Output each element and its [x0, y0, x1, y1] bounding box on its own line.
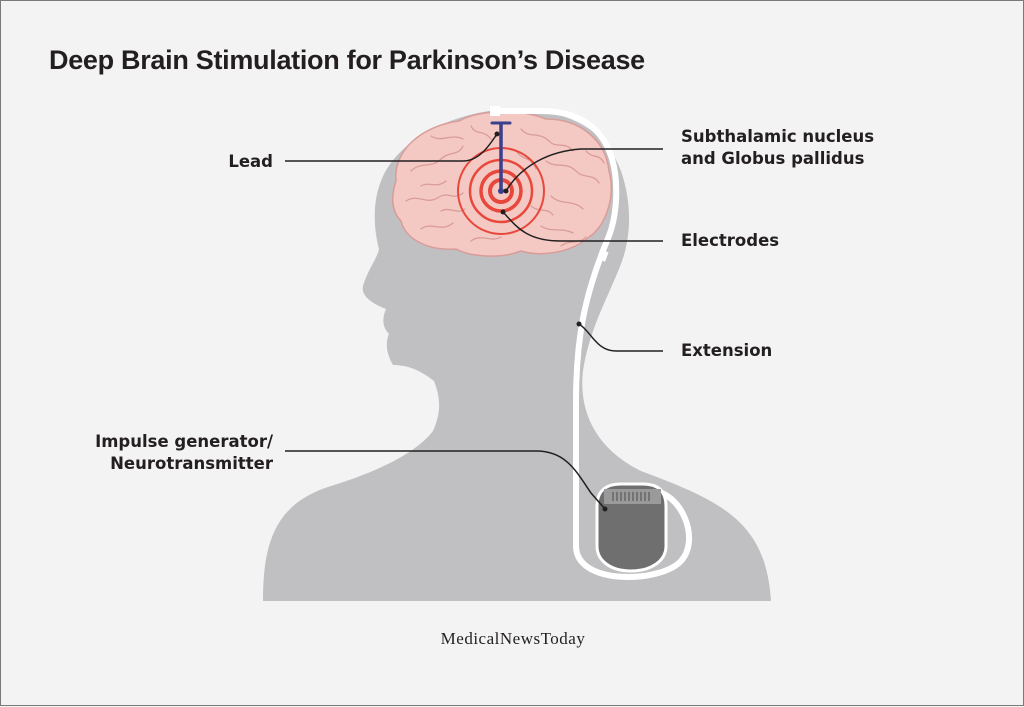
- label-extension: Extension: [681, 341, 773, 360]
- impulse-generator-device: [595, 482, 668, 573]
- skull-connector: [490, 106, 500, 116]
- label-lead: Lead: [228, 152, 273, 171]
- lead-tip: [498, 188, 504, 194]
- lead-wire: [490, 121, 512, 193]
- label-generator-line1: Impulse generator/: [95, 432, 273, 451]
- wire-connector: [599, 250, 609, 262]
- leader-lead: [285, 133, 498, 162]
- label-target-line1: Subthalamic nucleus: [681, 127, 875, 146]
- brand-logo: MedicalNewsToday: [440, 629, 586, 648]
- leader-electrodes: [502, 211, 663, 242]
- diagram-title: Deep Brain Stimulation for Parkinson’s D…: [49, 45, 645, 75]
- body-silhouette: [263, 109, 771, 601]
- label-generator-line2: Neurotransmitter: [110, 454, 273, 473]
- label-generator: Impulse generator/ Neurotransmitter: [61, 431, 273, 475]
- leader-dots: [494, 131, 608, 512]
- label-target-line2: and Globus pallidus: [681, 149, 865, 168]
- leader-lines: [285, 133, 663, 510]
- label-target: Subthalamic nucleus and Globus pallidus: [681, 126, 874, 170]
- leader-target: [505, 148, 663, 192]
- leader-extension: [578, 323, 663, 352]
- label-electrodes: Electrodes: [681, 231, 780, 250]
- leader-generator: [285, 450, 606, 510]
- extension-wire: [491, 108, 693, 580]
